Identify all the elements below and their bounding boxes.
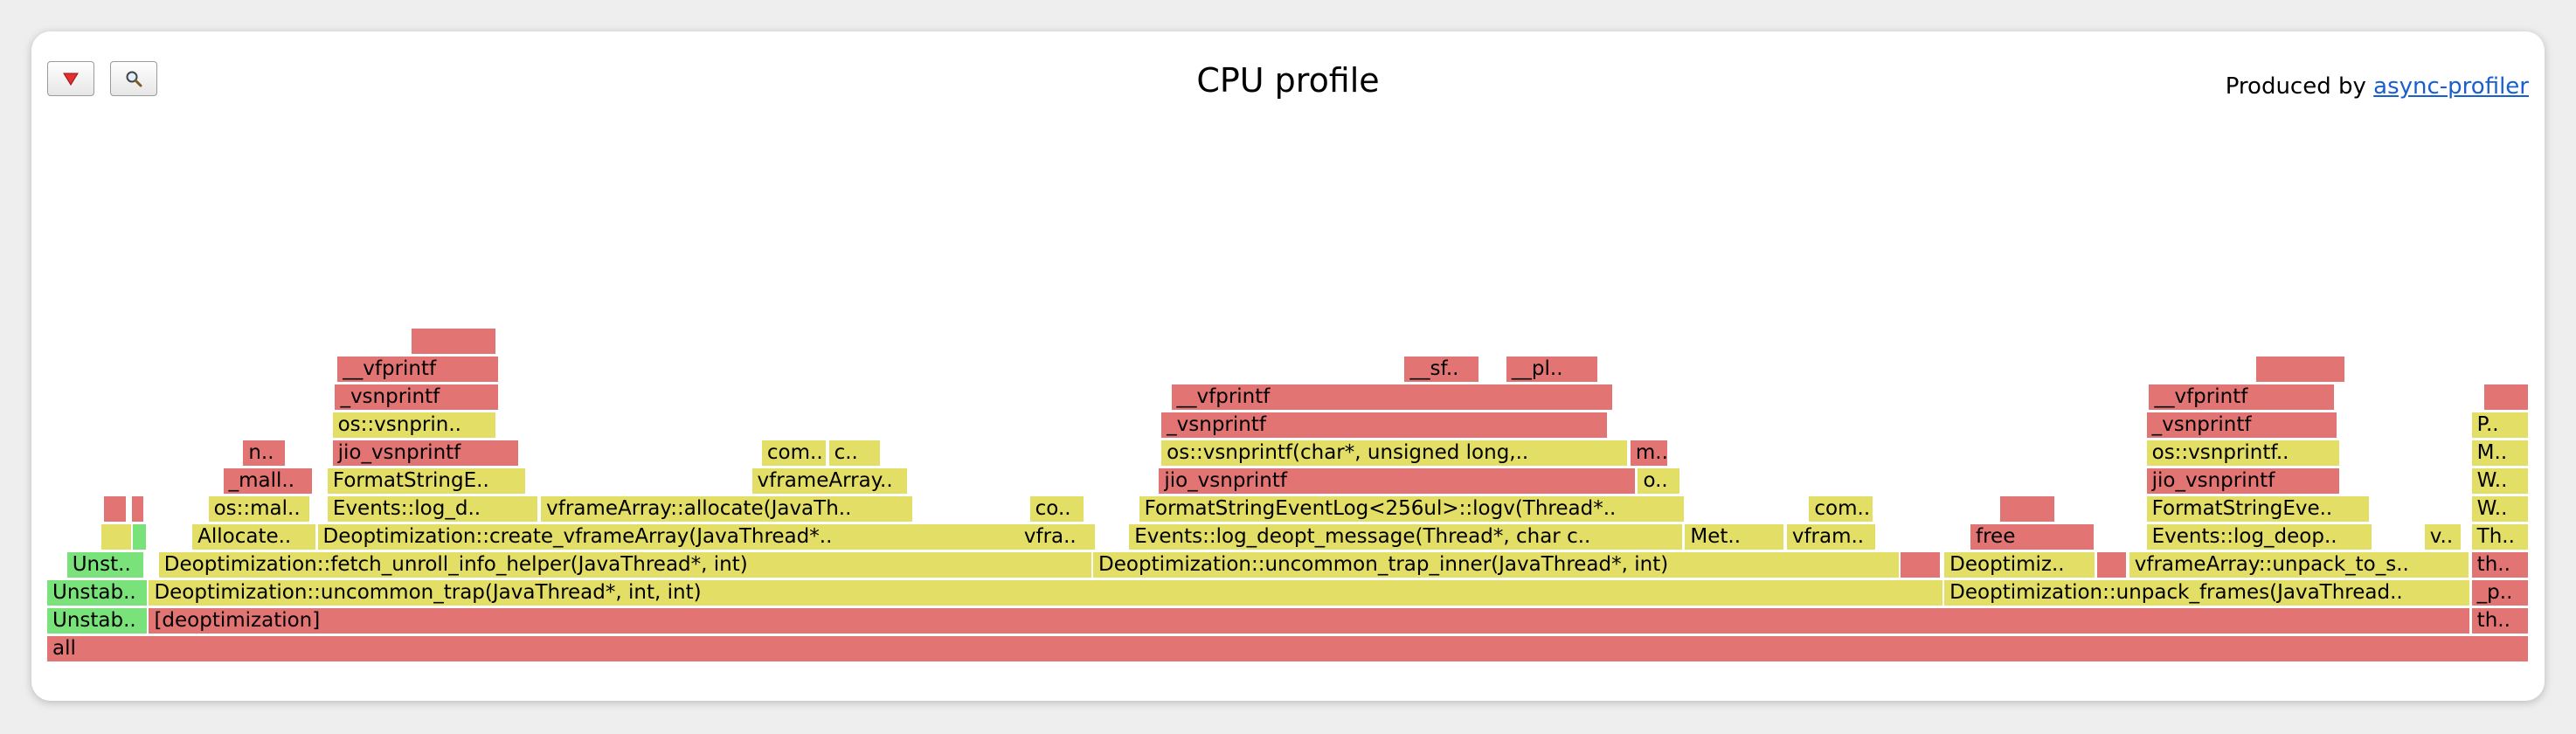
flame-frame[interactable]: vframeArray::allocate(JavaTh..	[541, 496, 914, 522]
flame-frame[interactable]: free	[1970, 524, 2095, 550]
reverse-triangle-icon	[63, 73, 79, 86]
flame-frame[interactable]	[101, 524, 132, 550]
flame-frame[interactable]: Deoptimization::uncommon_trap(JavaThread…	[149, 580, 1943, 606]
flame-frame[interactable]: _mall..	[223, 468, 313, 494]
flame-frame[interactable]: v..	[2424, 524, 2462, 550]
flame-frame[interactable]: Events::log_d..	[327, 496, 539, 522]
flame-frame[interactable]	[131, 496, 144, 522]
flame-frame[interactable]: P..	[2471, 412, 2529, 438]
flame-frame[interactable]: com..	[761, 440, 827, 466]
flame-frame[interactable]: M..	[2471, 440, 2529, 466]
flame-frame[interactable]: _p..	[2471, 580, 2529, 606]
flame-frame[interactable]: vframeArray..	[751, 468, 909, 494]
flame-frame[interactable]: __vfprintf	[337, 357, 499, 382]
flame-frame[interactable]: W..	[2471, 468, 2529, 494]
flame-frame[interactable]	[132, 524, 147, 550]
flame-frame[interactable]: os::vsnprintf(char*, unsigned long,..	[1161, 440, 1629, 466]
flame-frame[interactable]: Deoptimization::unpack_frames(JavaThread…	[1944, 580, 2471, 606]
flame-frame[interactable]: Unstab..	[47, 608, 149, 634]
flame-frame[interactable]: Th..	[2471, 524, 2529, 550]
flame-frame[interactable]: c..	[828, 440, 882, 466]
flame-frame[interactable]	[2096, 552, 2127, 578]
flame-frame[interactable]: jio_vsnprintf	[1159, 468, 1636, 494]
flame-frame[interactable]: Events::log_deopt_message(Thread*, char …	[1129, 524, 1683, 550]
flame-frame[interactable]	[2255, 357, 2345, 382]
flame-frame[interactable]: __vfprintf	[2149, 384, 2336, 410]
page-title: CPU profile	[1196, 61, 1380, 100]
flame-frame[interactable]: _vsnprintf	[1161, 412, 1609, 438]
flame-frame[interactable]: com..	[1809, 496, 1874, 522]
flame-frame[interactable]: __sf..	[1404, 357, 1479, 382]
flame-frame[interactable]	[2483, 384, 2529, 410]
flame-frame[interactable]	[412, 329, 497, 354]
flame-frame[interactable]: FormatStringEventLog<256ul>::logv(Thread…	[1139, 496, 1686, 522]
flame-frame[interactable]: FormatStringE..	[327, 468, 527, 494]
flame-frame[interactable]: vfra..	[1018, 524, 1096, 550]
flame-frame[interactable]: Met..	[1685, 524, 1784, 550]
flame-frame[interactable]: all	[47, 636, 2529, 661]
flame-frame[interactable]: Events::log_deop..	[2146, 524, 2373, 550]
flame-frame[interactable]: vframeArray::unpack_to_s..	[2129, 552, 2469, 578]
flame-frame[interactable]: o..	[1638, 468, 1680, 494]
flame-frame[interactable]: __vfprintf	[1171, 384, 1614, 410]
flame-frame[interactable]: _vsnprintf	[335, 384, 499, 410]
reverse-button[interactable]	[47, 61, 94, 96]
flame-frame[interactable]: Allocate..	[192, 524, 317, 550]
flame-frame[interactable]: m..	[1630, 440, 1668, 466]
flame-frame[interactable]: jio_vsnprintf	[2146, 468, 2341, 494]
flame-frame[interactable]: vfram..	[1786, 524, 1877, 550]
flame-frame[interactable]: W..	[2471, 496, 2529, 522]
search-button[interactable]	[110, 61, 157, 96]
flame-frame[interactable]: Unstab..	[47, 580, 149, 606]
flame-frame[interactable]: jio_vsnprintf	[332, 440, 519, 466]
flame-frame[interactable]: [deoptimization]	[149, 608, 2471, 634]
profile-card: CPU profile Produced by async-profiler a…	[31, 31, 2545, 701]
flame-frame[interactable]: n..	[243, 440, 286, 466]
magnifier-icon	[126, 71, 142, 87]
flame-frame[interactable]: FormatStringEve..	[2146, 496, 2371, 522]
async-profiler-link[interactable]: async-profiler	[2373, 73, 2529, 100]
produced-by-label: Produced by	[2225, 73, 2374, 100]
flame-frame[interactable]	[104, 496, 127, 522]
flame-frame[interactable]	[1901, 552, 1941, 578]
flame-frame[interactable]: Deoptimiz..	[1944, 552, 2096, 578]
flame-frame[interactable]: Deoptimization::uncommon_trap_inner(Java…	[1093, 552, 1901, 578]
flame-frame[interactable]: Unst..	[66, 552, 144, 578]
flame-frame[interactable]: os::mal..	[208, 496, 311, 522]
flame-frame[interactable]: _vsnprintf	[2146, 412, 2338, 438]
flame-frame[interactable]: os::vsnprin..	[332, 412, 497, 438]
flame-frame[interactable]: os::vsnprintf..	[2146, 440, 2341, 466]
flame-frame[interactable]: Deoptimization::fetch_unroll_info_helper…	[158, 552, 1092, 578]
flame-frame[interactable]: Deoptimization::create_vframeArray(JavaT…	[317, 524, 1035, 550]
flame-frame[interactable]: th..	[2471, 608, 2529, 634]
produced-by: Produced by async-profiler	[2226, 73, 2529, 100]
flame-frame[interactable]: __pl..	[1506, 357, 1598, 382]
flame-frame[interactable]: th..	[2471, 552, 2529, 578]
flame-frame[interactable]: co..	[1029, 496, 1085, 522]
flame-frame[interactable]	[2000, 496, 2055, 522]
